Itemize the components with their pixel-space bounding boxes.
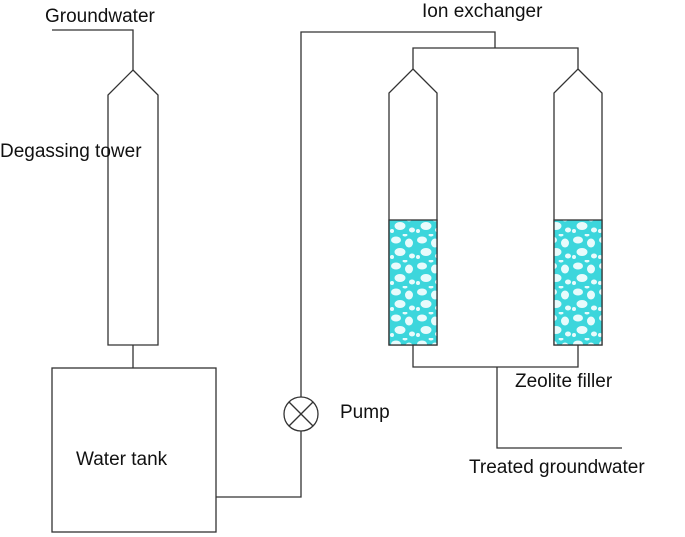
label-ion-exchanger: Ion exchanger	[422, 1, 543, 22]
exchanger-outlet-header	[412, 345, 579, 368]
label-pump: Pump	[340, 402, 390, 423]
zeolite-filler-bed-2	[553, 219, 603, 346]
label-zeolite-filler: Zeolite filler	[515, 371, 613, 392]
treated-water-pipe	[496, 367, 622, 449]
label-treated-groundwater: Treated groundwater	[469, 457, 645, 478]
label-groundwater: Groundwater	[45, 6, 156, 27]
ion-exchanger-column-2	[553, 68, 603, 346]
pump-feed-pipe	[216, 31, 496, 498]
water-tank	[51, 367, 217, 533]
label-water-tank: Water tank	[76, 449, 168, 470]
groundwater-inlet-pipe	[52, 29, 134, 70]
pump-icon	[283, 396, 319, 432]
degassing-tower	[107, 69, 159, 346]
exchanger-inlet-header	[412, 47, 579, 69]
zeolite-filler-bed-1	[388, 219, 438, 346]
label-degassing-tower: Degassing tower	[0, 141, 142, 162]
ion-exchanger-column-1	[388, 68, 438, 346]
